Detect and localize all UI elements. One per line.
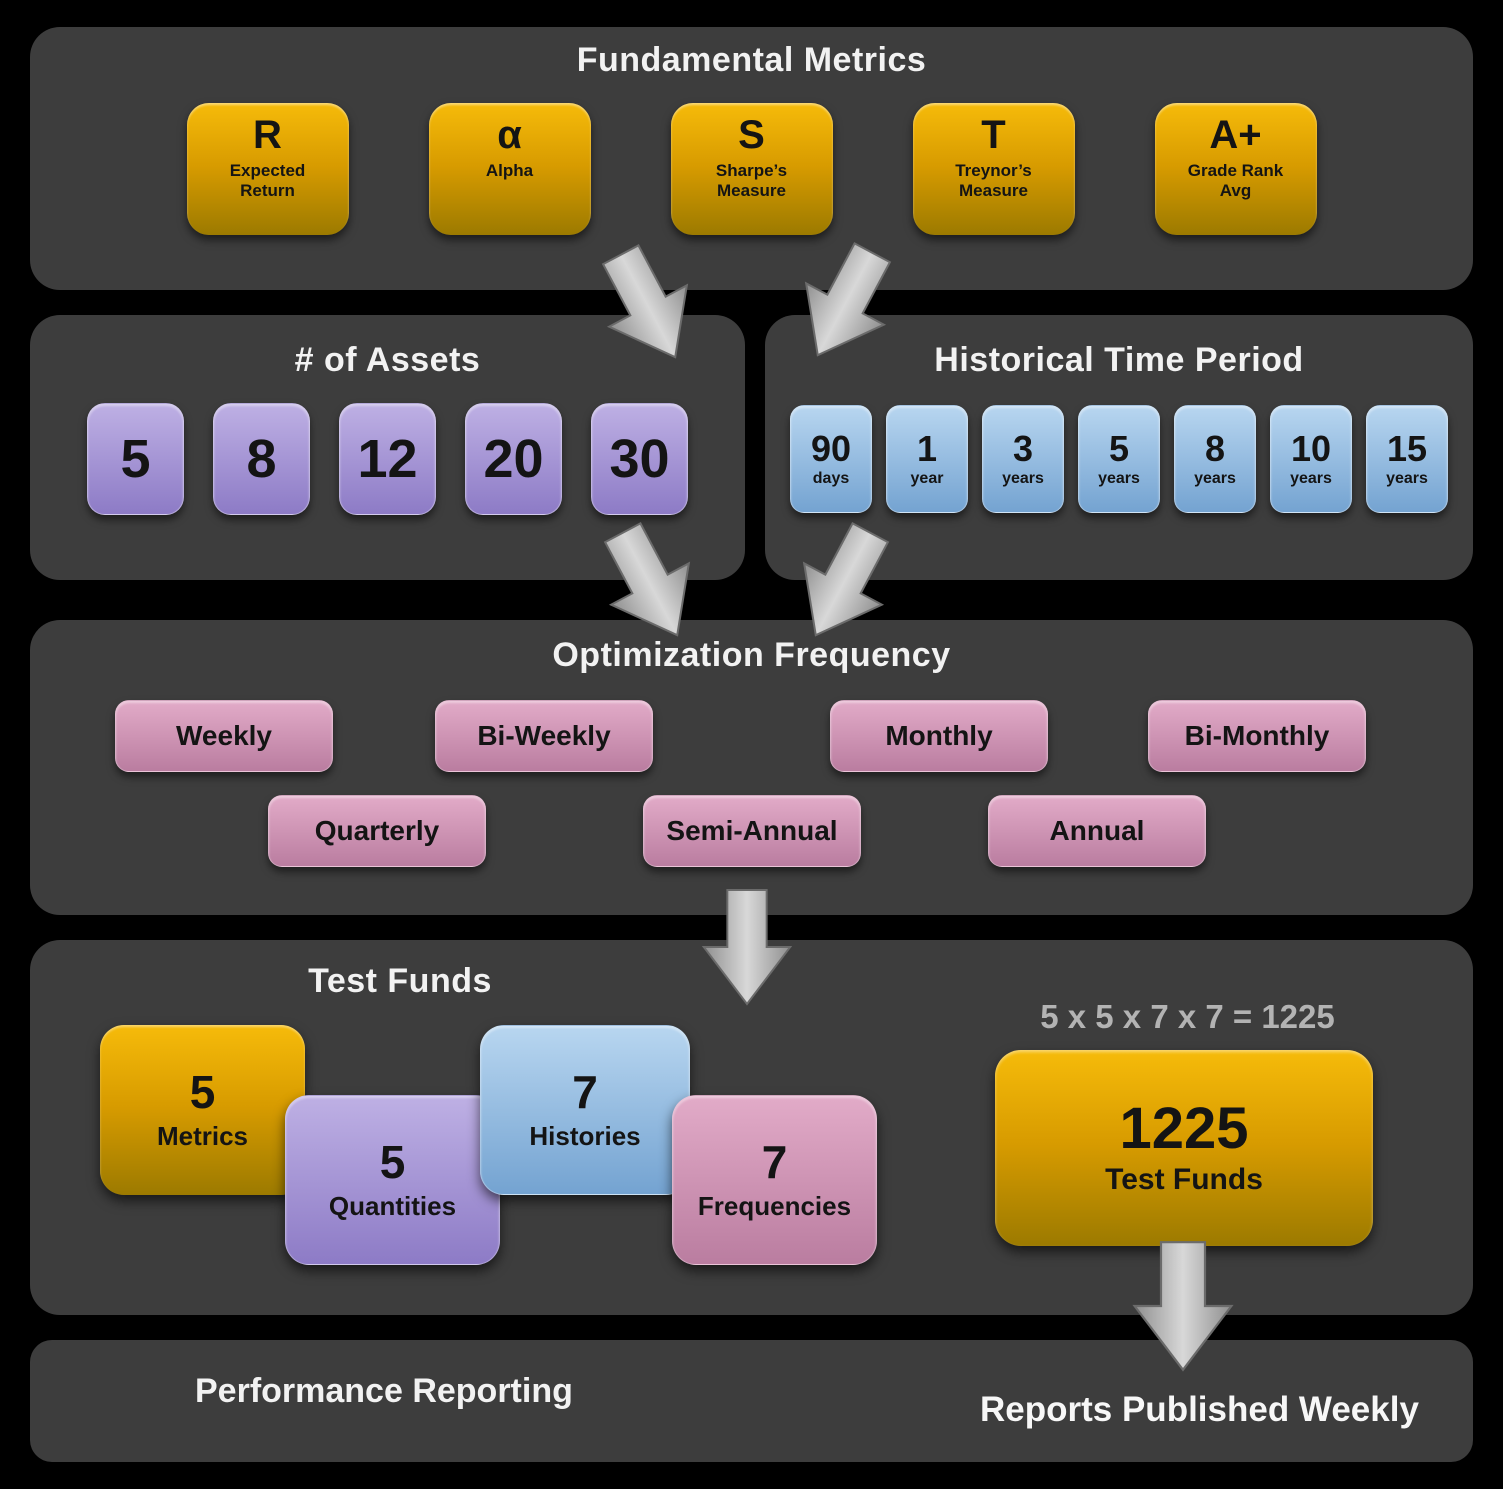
period-value: 90	[810, 427, 852, 469]
time-period-card: 5 years	[1078, 405, 1160, 513]
asset-cards-row: 5 8 12 20 30	[30, 403, 745, 515]
metric-cards-row: R Expected Return α Alpha S Sharpe’s Mea…	[30, 103, 1473, 235]
metric-label: Treynor’s Measure	[955, 161, 1032, 201]
factor-value: 7	[761, 1136, 788, 1189]
factor-label: Quantities	[328, 1190, 457, 1221]
period-unit: years	[1098, 470, 1140, 488]
period-unit: years	[1386, 470, 1428, 488]
factor-card-frequencies: 7 Frequencies	[672, 1095, 877, 1265]
reports-published-note: Reports Published Weekly	[980, 1390, 1419, 1429]
metric-label: Grade Rank Avg	[1187, 161, 1284, 201]
period-unit: year	[910, 470, 944, 488]
factor-value: 5	[379, 1136, 406, 1189]
factor-value: 5	[189, 1066, 216, 1119]
asset-count-card: 8	[213, 403, 310, 515]
factor-card-metrics: 5 Metrics	[100, 1025, 305, 1195]
metric-label: Alpha	[485, 161, 534, 180]
period-unit: days	[812, 470, 850, 488]
arrow-test-funds-to-reporting	[1132, 1241, 1234, 1372]
factor-label: Histories	[529, 1120, 641, 1151]
period-unit: years	[1290, 470, 1332, 488]
frequency-card-quarterly: Quarterly	[268, 795, 486, 867]
panel-optimization-frequency: Optimization Frequency Weekly Bi-Weekly …	[30, 620, 1473, 915]
factor-label: Metrics	[156, 1120, 249, 1151]
asset-count-card: 5	[87, 403, 184, 515]
metric-card-treynors-measure: T Treynor’s Measure	[912, 103, 1075, 235]
period-value: 10	[1290, 427, 1332, 469]
metric-label: Sharpe’s Measure	[715, 161, 788, 201]
panel-performance-reporting: Performance Reporting Reports Published …	[30, 1340, 1473, 1462]
panel-fundamental-metrics: Fundamental Metrics R Expected Return α …	[30, 27, 1473, 290]
time-period-card: 1 year	[886, 405, 968, 513]
metric-symbol: R	[253, 113, 282, 157]
period-value: 5	[1108, 427, 1130, 469]
metric-symbol: α	[497, 113, 522, 157]
arrow-assets-to-optimization	[603, 522, 691, 637]
period-value: 3	[1012, 427, 1034, 469]
frequency-card-monthly: Monthly	[830, 700, 1048, 772]
time-period-card: 3 years	[982, 405, 1064, 513]
factor-card-histories: 7 Histories	[480, 1025, 690, 1195]
metric-symbol: S	[738, 113, 765, 157]
period-cards-row: 90 days 1 year 3 years 5 years 8 years 1…	[765, 405, 1473, 513]
result-value: 1225	[1119, 1095, 1249, 1161]
factor-card-quantities: 5 Quantities	[285, 1095, 500, 1265]
period-value: 1	[916, 427, 938, 469]
metric-symbol: A+	[1209, 113, 1262, 157]
time-period-card: 90 days	[790, 405, 872, 513]
panel-test-funds: Test Funds 5 Metrics 5 Quantities 7 Hist…	[30, 940, 1473, 1315]
time-period-card: 15 years	[1366, 405, 1448, 513]
arrow-metrics-to-history	[804, 242, 892, 357]
historical-title: Historical Time Period	[934, 341, 1304, 379]
factor-value: 7	[572, 1066, 598, 1119]
test-funds-title: Test Funds	[308, 962, 492, 1000]
period-unit: years	[1194, 470, 1236, 488]
frequency-card-annual: Annual	[988, 795, 1206, 867]
fundamental-metrics-title: Fundamental Metrics	[576, 41, 927, 79]
num-assets-title: # of Assets	[294, 341, 481, 379]
asset-count-card: 20	[465, 403, 562, 515]
optimization-title: Optimization Frequency	[552, 636, 951, 674]
time-period-card: 10 years	[1270, 405, 1352, 513]
arrow-optimization-to-test-funds	[701, 889, 793, 1006]
panel-historical-time-period: Historical Time Period 90 days 1 year 3 …	[765, 315, 1473, 580]
metric-symbol: T	[981, 113, 1006, 157]
performance-reporting-title: Performance Reporting	[195, 1372, 573, 1410]
asset-count-card: 12	[339, 403, 436, 515]
period-value: 8	[1204, 427, 1226, 469]
test-funds-equation: 5 x 5 x 7 x 7 = 1225	[1040, 998, 1335, 1035]
metric-card-sharpes-measure: S Sharpe’s Measure	[670, 103, 833, 235]
frequency-card-weekly: Weekly	[115, 700, 333, 772]
period-unit: years	[1002, 470, 1044, 488]
factor-label: Frequencies	[697, 1190, 852, 1221]
metric-label: Expected Return	[229, 161, 306, 201]
metric-card-expected-return: R Expected Return	[186, 103, 349, 235]
frequency-card-bi-monthly: Bi-Monthly	[1148, 700, 1366, 772]
arrow-history-to-optimization	[802, 522, 890, 637]
time-period-card: 8 years	[1174, 405, 1256, 513]
period-value: 15	[1386, 427, 1428, 469]
asset-count-card: 30	[591, 403, 688, 515]
arrow-metrics-to-assets	[601, 244, 689, 359]
frequency-card-semi-annual: Semi-Annual	[643, 795, 861, 867]
panel-num-assets: # of Assets 5 8 12 20 30	[30, 315, 745, 580]
metric-card-grade-rank-avg: A+ Grade Rank Avg	[1154, 103, 1317, 235]
result-card-test-funds: 1225 Test Funds	[995, 1050, 1373, 1246]
result-label: Test Funds	[1105, 1163, 1263, 1197]
metric-card-alpha: α Alpha	[428, 103, 591, 235]
frequency-card-bi-weekly: Bi-Weekly	[435, 700, 653, 772]
